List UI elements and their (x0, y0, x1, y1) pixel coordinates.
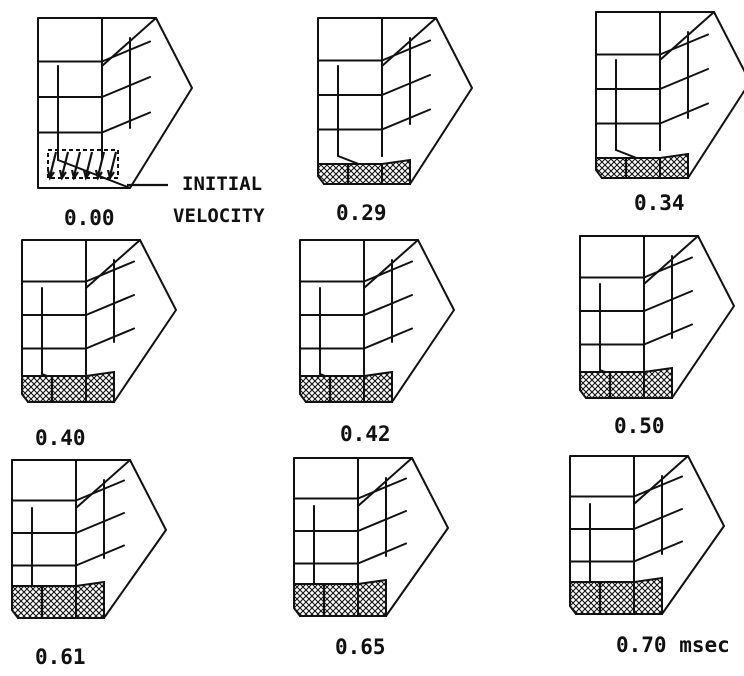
grid-row-side (381, 74, 431, 96)
panel-label-2: 0.34 (634, 191, 685, 215)
grid-row-side (357, 542, 407, 565)
grid-row-side (633, 475, 683, 498)
cube-panel-6 (11, 459, 167, 619)
grid-row-side (101, 111, 151, 134)
grid-row-side (643, 323, 693, 346)
grid-row-side (643, 290, 693, 312)
grid-row-side (381, 39, 431, 62)
panel-label-7: 0.65 (335, 635, 386, 659)
grid-row-side (633, 540, 683, 563)
velocity-arrow-head (94, 169, 103, 181)
velocity-arrow (48, 151, 58, 177)
cube-panel-0 (37, 17, 193, 189)
velocity-arrow (60, 151, 70, 177)
grid-row-side (357, 510, 407, 532)
grid-row-side (85, 327, 135, 350)
cube-panel-3 (21, 239, 177, 403)
crushed-zone (293, 578, 387, 617)
cube-panel-7 (293, 457, 449, 617)
panel-label-5: 0.50 (614, 414, 665, 438)
cube-outline (595, 11, 744, 179)
panel-label-3: 0.40 (35, 426, 86, 450)
panel-label-1: 0.29 (336, 201, 387, 225)
crushed-zone (21, 370, 115, 403)
velocity-arrow (108, 151, 118, 177)
velocity-arrow (96, 151, 106, 177)
velocity-arrow (72, 151, 82, 177)
initial-label-line2: VELOCITY (173, 205, 265, 227)
crushed-zone (317, 158, 411, 185)
grid-row-side (659, 33, 709, 56)
panel-label-0: 0.00 (64, 206, 115, 230)
initial-label-line1: INITIAL (182, 173, 263, 195)
velocity-arrow-head (70, 169, 79, 181)
grid-row-side (101, 76, 151, 98)
cube-panel-1 (317, 17, 473, 185)
grid-row-side (85, 260, 135, 283)
cube-panel-2 (595, 11, 744, 179)
velocity-arrow-head (106, 169, 115, 181)
cube-panel-8 (569, 455, 725, 615)
crushed-zone (579, 366, 673, 399)
grid-row-side (659, 102, 709, 125)
grid-row-side (381, 108, 431, 131)
cube-panel-4 (299, 239, 455, 403)
panel-label-8: 0.70 msec (616, 633, 730, 657)
grid-row-side (633, 508, 683, 530)
crushed-zone (11, 580, 105, 619)
cube-outline (37, 17, 193, 189)
crushed-zone (595, 152, 689, 179)
grid-row-side (85, 294, 135, 316)
inner-edge (57, 159, 131, 189)
panel-label-4: 0.42 (340, 422, 391, 446)
initial-velocity-box (47, 149, 119, 179)
grid-row-side (659, 68, 709, 90)
grid-row-side (75, 544, 125, 567)
cube-outline (317, 17, 473, 185)
grid-row-side (363, 327, 413, 350)
crushed-zone (299, 370, 393, 403)
velocity-arrow-head (46, 169, 55, 181)
panel-label-6: 0.61 (35, 645, 86, 669)
velocity-arrow-head (82, 169, 91, 181)
grid-row-side (643, 256, 693, 279)
cube-panel-5 (579, 235, 735, 399)
velocity-arrow-head (58, 169, 67, 181)
panels-layer (11, 11, 744, 619)
grid-row-side (75, 512, 125, 534)
grid-row-side (75, 479, 125, 502)
crushed-zone (569, 576, 663, 615)
velocity-arrow (84, 151, 94, 177)
grid-row-side (357, 477, 407, 500)
grid-row-side (363, 294, 413, 316)
grid-row-side (363, 260, 413, 283)
